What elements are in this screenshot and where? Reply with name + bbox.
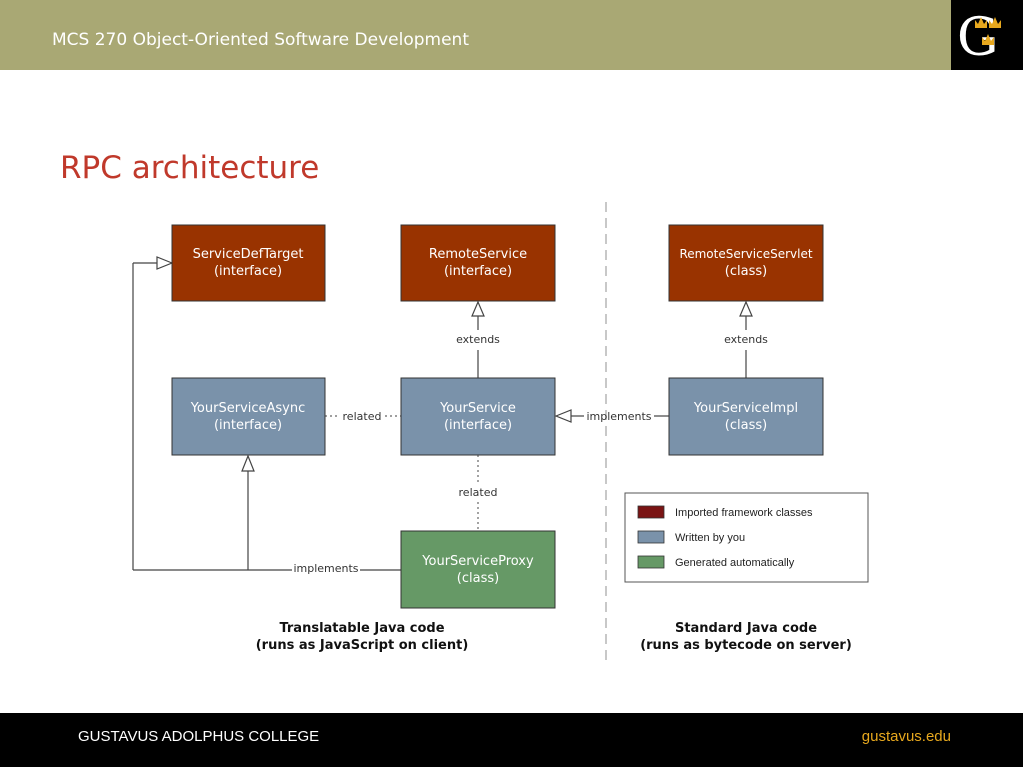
server-caption-line1: Standard Java code	[675, 621, 817, 636]
course-title: MCS 270 Object-Oriented Software Develop…	[52, 30, 469, 50]
related-label-vertical: related	[459, 486, 498, 499]
implements-label-right: implements	[586, 410, 651, 423]
box-your-service-async: YourServiceAsync (interface)	[171, 377, 326, 456]
client-caption-line1: Translatable Java code	[279, 621, 444, 636]
legend-label-written: Written by you	[675, 532, 745, 544]
box-your-service-impl: YourServiceImpl (class)	[668, 377, 824, 456]
box-name: RemoteService	[429, 247, 527, 262]
implements-label-bottom: implements	[293, 562, 358, 575]
arrowhead-service-def-target	[156, 256, 174, 270]
gustavus-g-crowns-logo-icon: G	[957, 8, 1001, 68]
box-your-service-proxy: YourServiceProxy (class)	[400, 530, 556, 609]
extends-label-left: extends	[456, 333, 500, 346]
server-caption-line2: (runs as bytecode on server)	[640, 638, 852, 653]
arrowhead-your-service-async	[241, 454, 255, 472]
box-service-def-target: ServiceDefTarget (interface)	[171, 224, 326, 302]
legend-label-generated: Generated automatically	[675, 557, 795, 569]
box-your-service-rect	[400, 377, 556, 456]
box-kind: (interface)	[214, 264, 282, 279]
rpc-architecture-diagram: extends extends related related implemen…	[132, 202, 869, 662]
box-remote-service: RemoteService (interface)	[400, 224, 556, 302]
website-link[interactable]: gustavus.edu	[861, 728, 951, 745]
box-remote-service-servlet: RemoteServiceServlet (class)	[668, 224, 824, 302]
client-caption-line2: (runs as JavaScript on client)	[256, 638, 469, 653]
arrowhead-remote-service-servlet	[739, 300, 753, 317]
box-remote-service-rect	[400, 224, 556, 302]
logo-letter: G	[957, 8, 999, 68]
legend-label-imported: Imported framework classes	[675, 507, 813, 519]
header-bar: MCS 270 Object-Oriented Software Develop…	[0, 0, 1023, 70]
box-name: YourService	[439, 401, 516, 416]
box-your-service: YourService (interface)	[400, 377, 556, 456]
slide-title: RPC architecture	[60, 150, 320, 186]
box-kind: (class)	[725, 264, 767, 279]
box-kind: (class)	[725, 418, 767, 433]
box-kind: (class)	[457, 571, 499, 586]
box-your-service-async-rect	[171, 377, 326, 456]
arrowhead-remote-service	[471, 300, 485, 317]
extends-label-right: extends	[724, 333, 768, 346]
legend-swatch-generated	[637, 555, 665, 569]
box-kind: (interface)	[444, 264, 512, 279]
box-remote-service-servlet-rect	[668, 224, 824, 302]
box-your-service-proxy-rect	[400, 530, 556, 609]
box-name: YourServiceAsync	[190, 401, 306, 416]
legend-swatch-written	[637, 530, 665, 544]
legend-swatch-imported	[637, 505, 665, 519]
box-kind: (interface)	[214, 418, 282, 433]
box-name: RemoteServiceServlet	[679, 247, 812, 261]
box-name: YourServiceProxy	[421, 554, 534, 569]
box-kind: (interface)	[444, 418, 512, 433]
legend-frame	[624, 492, 869, 583]
arrowhead-your-service	[554, 409, 572, 423]
footer-bar: GUSTAVUS ADOLPHUS COLLEGE gustavus.edu	[0, 713, 1023, 767]
box-your-service-impl-rect	[668, 377, 824, 456]
box-service-def-target-rect	[171, 224, 326, 302]
diagram-legend: Imported framework classes Written by yo…	[624, 492, 869, 583]
related-label-horizontal: related	[343, 410, 382, 423]
college-name: GUSTAVUS ADOLPHUS COLLEGE	[78, 728, 320, 745]
college-logo[interactable]: G	[951, 0, 1023, 70]
box-name: YourServiceImpl	[693, 401, 798, 416]
box-name: ServiceDefTarget	[193, 247, 304, 262]
